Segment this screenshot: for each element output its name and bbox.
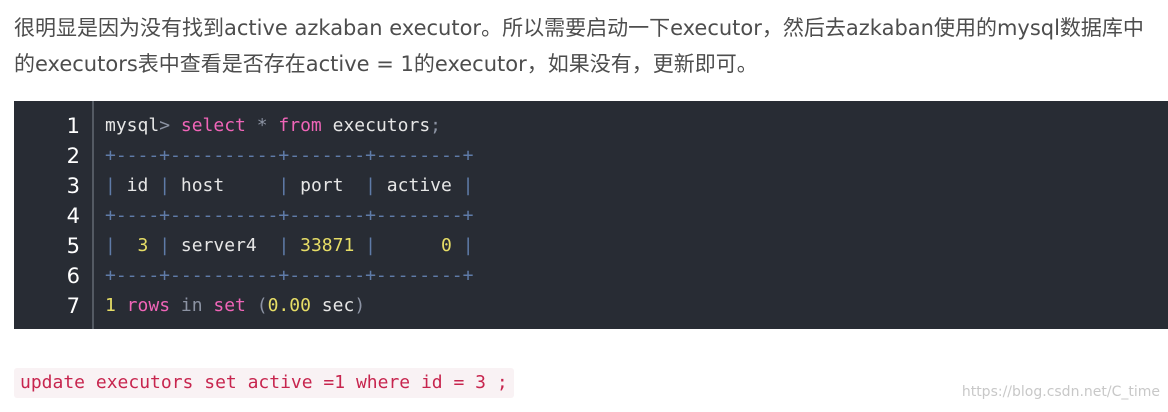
code-token-sep: | — [278, 175, 290, 196]
code-token-plain: port — [289, 175, 366, 196]
code-token-sep: | — [105, 235, 116, 256]
paragraph-line-2: 的executors表中查看是否存在active = 1的executor，如果… — [14, 52, 758, 76]
code-token-sep: | — [462, 235, 474, 256]
code-token-num: 1 — [105, 295, 116, 316]
code-token-kw: set — [202, 295, 246, 316]
code-token-num: 0.00 — [267, 295, 311, 316]
line-number: 5 — [66, 234, 80, 258]
code-token-plain: executors — [321, 115, 431, 136]
code-token-plain — [148, 235, 159, 256]
line-number: 1 — [66, 114, 80, 138]
code-line-query: mysql> select * from executors; — [105, 111, 441, 141]
paragraph-line-1: 很明显是因为没有找到active azkaban executor。所以需要启动… — [14, 16, 1144, 40]
code-token-sep: | — [159, 235, 171, 256]
code-token-plain: sec — [310, 295, 355, 316]
code-token-prompt: > — [159, 115, 181, 136]
code-token-kw: select — [180, 115, 246, 136]
code-token-plain — [452, 235, 463, 256]
code-token-plain — [376, 235, 441, 256]
line-number: 7 — [66, 294, 80, 318]
code-token-muted: in — [170, 295, 203, 316]
line-number: 4 — [66, 204, 80, 228]
code-line-separator: +----+----------+-------+--------+ — [105, 261, 473, 291]
line-number: 6 — [66, 264, 80, 288]
code-token-sep: +----+----------+-------+--------+ — [105, 205, 474, 226]
code-token-sep: +----+----------+-------+--------+ — [105, 145, 474, 166]
code-line-separator: +----+----------+-------+--------+ — [105, 141, 473, 171]
code-token-plain — [354, 235, 365, 256]
code-token-kw: from — [278, 115, 322, 136]
code-token-plain — [116, 235, 138, 256]
code-content: mysql> select * from executors; +----+--… — [105, 101, 1168, 329]
code-token-sep: +----+----------+-------+--------+ — [105, 265, 474, 286]
code-token-sep: | — [365, 175, 376, 196]
line-number: 3 — [66, 174, 80, 198]
code-token-kw: rows — [115, 295, 171, 316]
code-token-sep: | — [105, 175, 116, 196]
code-token-plain: mysql — [105, 115, 160, 136]
code-token-muted: ( — [245, 295, 268, 316]
code-token-muted: * — [245, 115, 279, 136]
code-token-plain: server4 — [170, 235, 279, 256]
code-line-header: | id | host | port | active | — [105, 171, 474, 201]
code-token-sep: | — [278, 235, 290, 256]
article-paragraph: 很明显是因为没有找到active azkaban executor。所以需要启动… — [14, 10, 1168, 82]
inline-code-update-statement: update executors set active =1 where id … — [14, 368, 514, 398]
code-token-plain: active — [375, 175, 463, 196]
code-token-sep: | — [365, 235, 376, 256]
code-token-plain: id — [115, 175, 160, 196]
code-token-num: 3 — [137, 235, 149, 256]
code-line-separator: +----+----------+-------+--------+ — [105, 201, 473, 231]
code-token-sep: | — [462, 175, 474, 196]
code-token-muted: ) — [354, 295, 366, 316]
watermark: https://blog.csdn.net/C_time — [961, 384, 1160, 400]
code-line-result: 1 rows in set (0.00 sec) — [105, 291, 365, 321]
line-number: 2 — [66, 144, 80, 168]
code-token-muted: ; — [430, 115, 441, 136]
code-block: 1 2 3 4 5 6 7 mysql> select * from execu… — [14, 101, 1168, 329]
code-token-plain: host — [170, 175, 279, 196]
code-token-plain — [289, 235, 300, 256]
code-token-num: 33871 — [300, 235, 355, 256]
code-token-sep: | — [159, 175, 171, 196]
code-line-row: | 3 | server4 | 33871 | 0 | — [105, 231, 474, 261]
line-number-gutter: 1 2 3 4 5 6 7 — [14, 101, 94, 329]
code-token-num: 0 — [441, 235, 452, 256]
